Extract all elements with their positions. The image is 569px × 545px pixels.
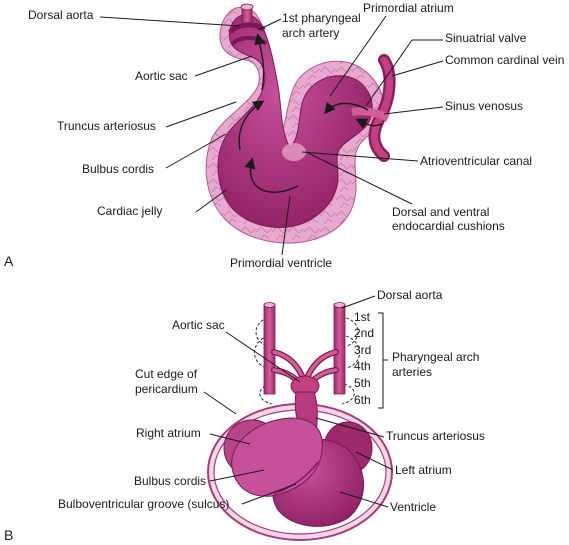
- label-pharyngeal-arch-artery-a-2: arch artery: [282, 26, 339, 40]
- label-arch-3rd: 3rd: [354, 343, 371, 357]
- label-aortic-sac-b: Aortic sac: [172, 318, 225, 332]
- bulboventricular-groove-b: [273, 461, 319, 495]
- label-arch-2nd: 2nd: [354, 326, 374, 340]
- arch-bracket: [378, 312, 388, 409]
- label-sinus-venosus-a: Sinus venosus: [445, 99, 523, 113]
- panel-a-labels: Dorsal aorta 1st pharyngeal arch artery …: [4, 1, 564, 270]
- label-right-atrium-b: Right atrium: [136, 426, 201, 440]
- heart-tube: [217, 13, 373, 228]
- label-cut-edge-b-1: Cut edge of: [135, 367, 198, 381]
- label-arch-4th: 4th: [354, 359, 371, 373]
- label-common-cardinal-vein-a: Common cardinal vein: [445, 53, 564, 67]
- label-atrioventricular-canal-a: Atrioventricular canal: [420, 154, 532, 168]
- panel-b-labels: Dorsal aorta Aortic sac 1st 2nd 3rd 4th …: [4, 288, 485, 543]
- label-primordial-ventricle-a: Primordial ventricle: [230, 256, 332, 270]
- label-bulbus-cordis-b: Bulbus cordis: [134, 474, 206, 488]
- av-canal-a: [282, 143, 306, 161]
- panel-b-illustration: [207, 302, 393, 541]
- label-cardiac-jelly-a: Cardiac jelly: [97, 204, 162, 218]
- label-arch-6th: 6th: [354, 393, 371, 407]
- label-arch-5th: 5th: [354, 376, 371, 390]
- dorsal-aorta-left-b: [263, 303, 276, 395]
- label-truncus-arteriosus-a: Truncus arteriosus: [57, 119, 156, 133]
- dorsal-aorta-right-b: [333, 303, 346, 395]
- panel-letter-a: A: [4, 253, 14, 269]
- label-arch-1st: 1st: [354, 310, 371, 324]
- panel-letter-b: B: [4, 527, 13, 543]
- label-pharyngeal-arch-arteries-b-1: Pharyngeal arch: [392, 350, 479, 364]
- panel-a-illustration: [205, 3, 396, 244]
- label-dorsal-aorta-b: Dorsal aorta: [377, 288, 443, 302]
- label-left-atrium-b: Left atrium: [395, 463, 452, 477]
- label-endocardial-cushions-a-1: Dorsal and ventral: [392, 205, 489, 219]
- label-pharyngeal-arch-arteries-b-2: arteries: [392, 365, 432, 379]
- label-endocardial-cushions-a-2: endocardial cushions: [392, 219, 505, 233]
- label-pharyngeal-arch-artery-a-1: 1st pharyngeal: [282, 11, 361, 25]
- label-truncus-arteriosus-b: Truncus arteriosus: [386, 429, 485, 443]
- label-aortic-sac-a: Aortic sac: [135, 69, 188, 83]
- label-bulbus-cordis-a: Bulbus cordis: [82, 162, 154, 176]
- label-cut-edge-b-2: pericardium: [135, 382, 198, 396]
- label-primordial-atrium-a: Primordial atrium: [363, 1, 454, 15]
- bulbus-cordis-b: [231, 417, 323, 497]
- label-sinuatrial-valve-a: Sinuatrial valve: [445, 31, 527, 45]
- label-dorsal-aorta-a: Dorsal aorta: [28, 8, 94, 22]
- label-bulboventricular-groove-b: Bulboventricular groove (sulcus): [58, 497, 229, 511]
- label-ventricle-b: Ventricle: [390, 500, 436, 514]
